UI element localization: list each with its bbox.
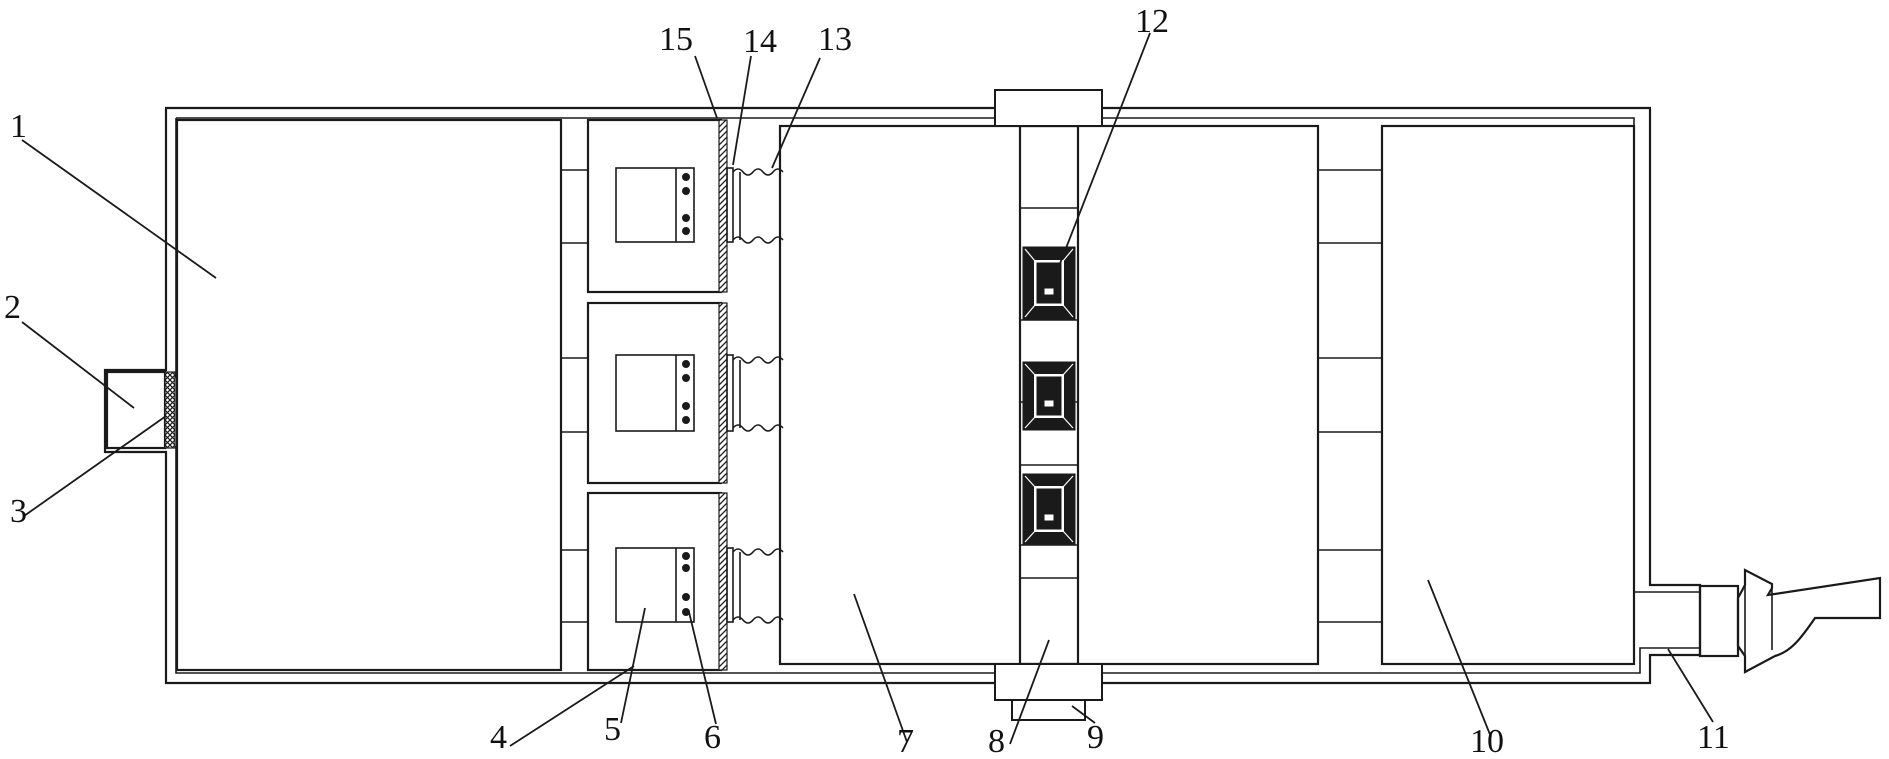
part-5-unit-middle (615, 354, 695, 432)
label-4: 4 (490, 719, 507, 756)
label-7: 7 (897, 723, 914, 759)
part-9-fittings (994, 89, 1103, 721)
part-5-unit-top (615, 167, 695, 243)
part-5-unit-bottom (615, 547, 695, 623)
label-5: 5 (604, 711, 621, 748)
part-6-knob (682, 416, 690, 424)
part-6-knob (682, 173, 690, 181)
part-14-filter-plates (726, 167, 734, 623)
part-15-hatched-strips (718, 119, 728, 671)
module-4-bottom (586, 491, 723, 672)
connectors-chamber7-chamber10 (1318, 169, 1382, 623)
label-14: 14 (743, 23, 777, 60)
part-6-knob (682, 593, 690, 601)
label-10: 10 (1470, 723, 1504, 759)
label-2: 2 (4, 289, 21, 326)
part-6-knob (682, 564, 690, 572)
part-6-knob (682, 187, 690, 195)
part-12-fan-top (1022, 246, 1076, 320)
label-9: 9 (1087, 719, 1104, 756)
part-6-knob (682, 374, 690, 382)
part-6-knob (682, 608, 690, 616)
label-8: 8 (988, 723, 1005, 759)
outer-housing (103, 106, 1702, 685)
label-6: 6 (704, 719, 721, 756)
module-4-middle (586, 301, 723, 485)
callout-labels: 1 2 3 4 5 6 7 8 9 10 11 12 13 14 15 (4, 3, 1730, 759)
part-6-knob (682, 214, 690, 222)
connectors-chamber1-modules (561, 169, 588, 623)
label-1: 1 (10, 108, 27, 145)
label-11: 11 (1697, 719, 1730, 756)
part-13-corrugated-ducts (732, 168, 784, 624)
part-1-chamber (175, 118, 563, 672)
part-12-fan-middle (1022, 361, 1076, 431)
part-6-knob (682, 402, 690, 410)
label-3: 3 (10, 493, 27, 530)
label-15: 15 (659, 21, 693, 58)
part-10-chamber (1380, 124, 1636, 666)
leader-lines (21, 32, 1714, 747)
part-6-knob (682, 227, 690, 235)
label-13: 13 (818, 21, 852, 58)
part-6-knob (682, 552, 690, 560)
module-4-top (586, 118, 723, 294)
part-11-outlet (1698, 568, 1882, 674)
part-6-knob (682, 360, 690, 368)
label-12: 12 (1135, 3, 1169, 40)
part-12-fan-bottom (1022, 473, 1076, 545)
part-3-filter-screen (164, 371, 176, 449)
